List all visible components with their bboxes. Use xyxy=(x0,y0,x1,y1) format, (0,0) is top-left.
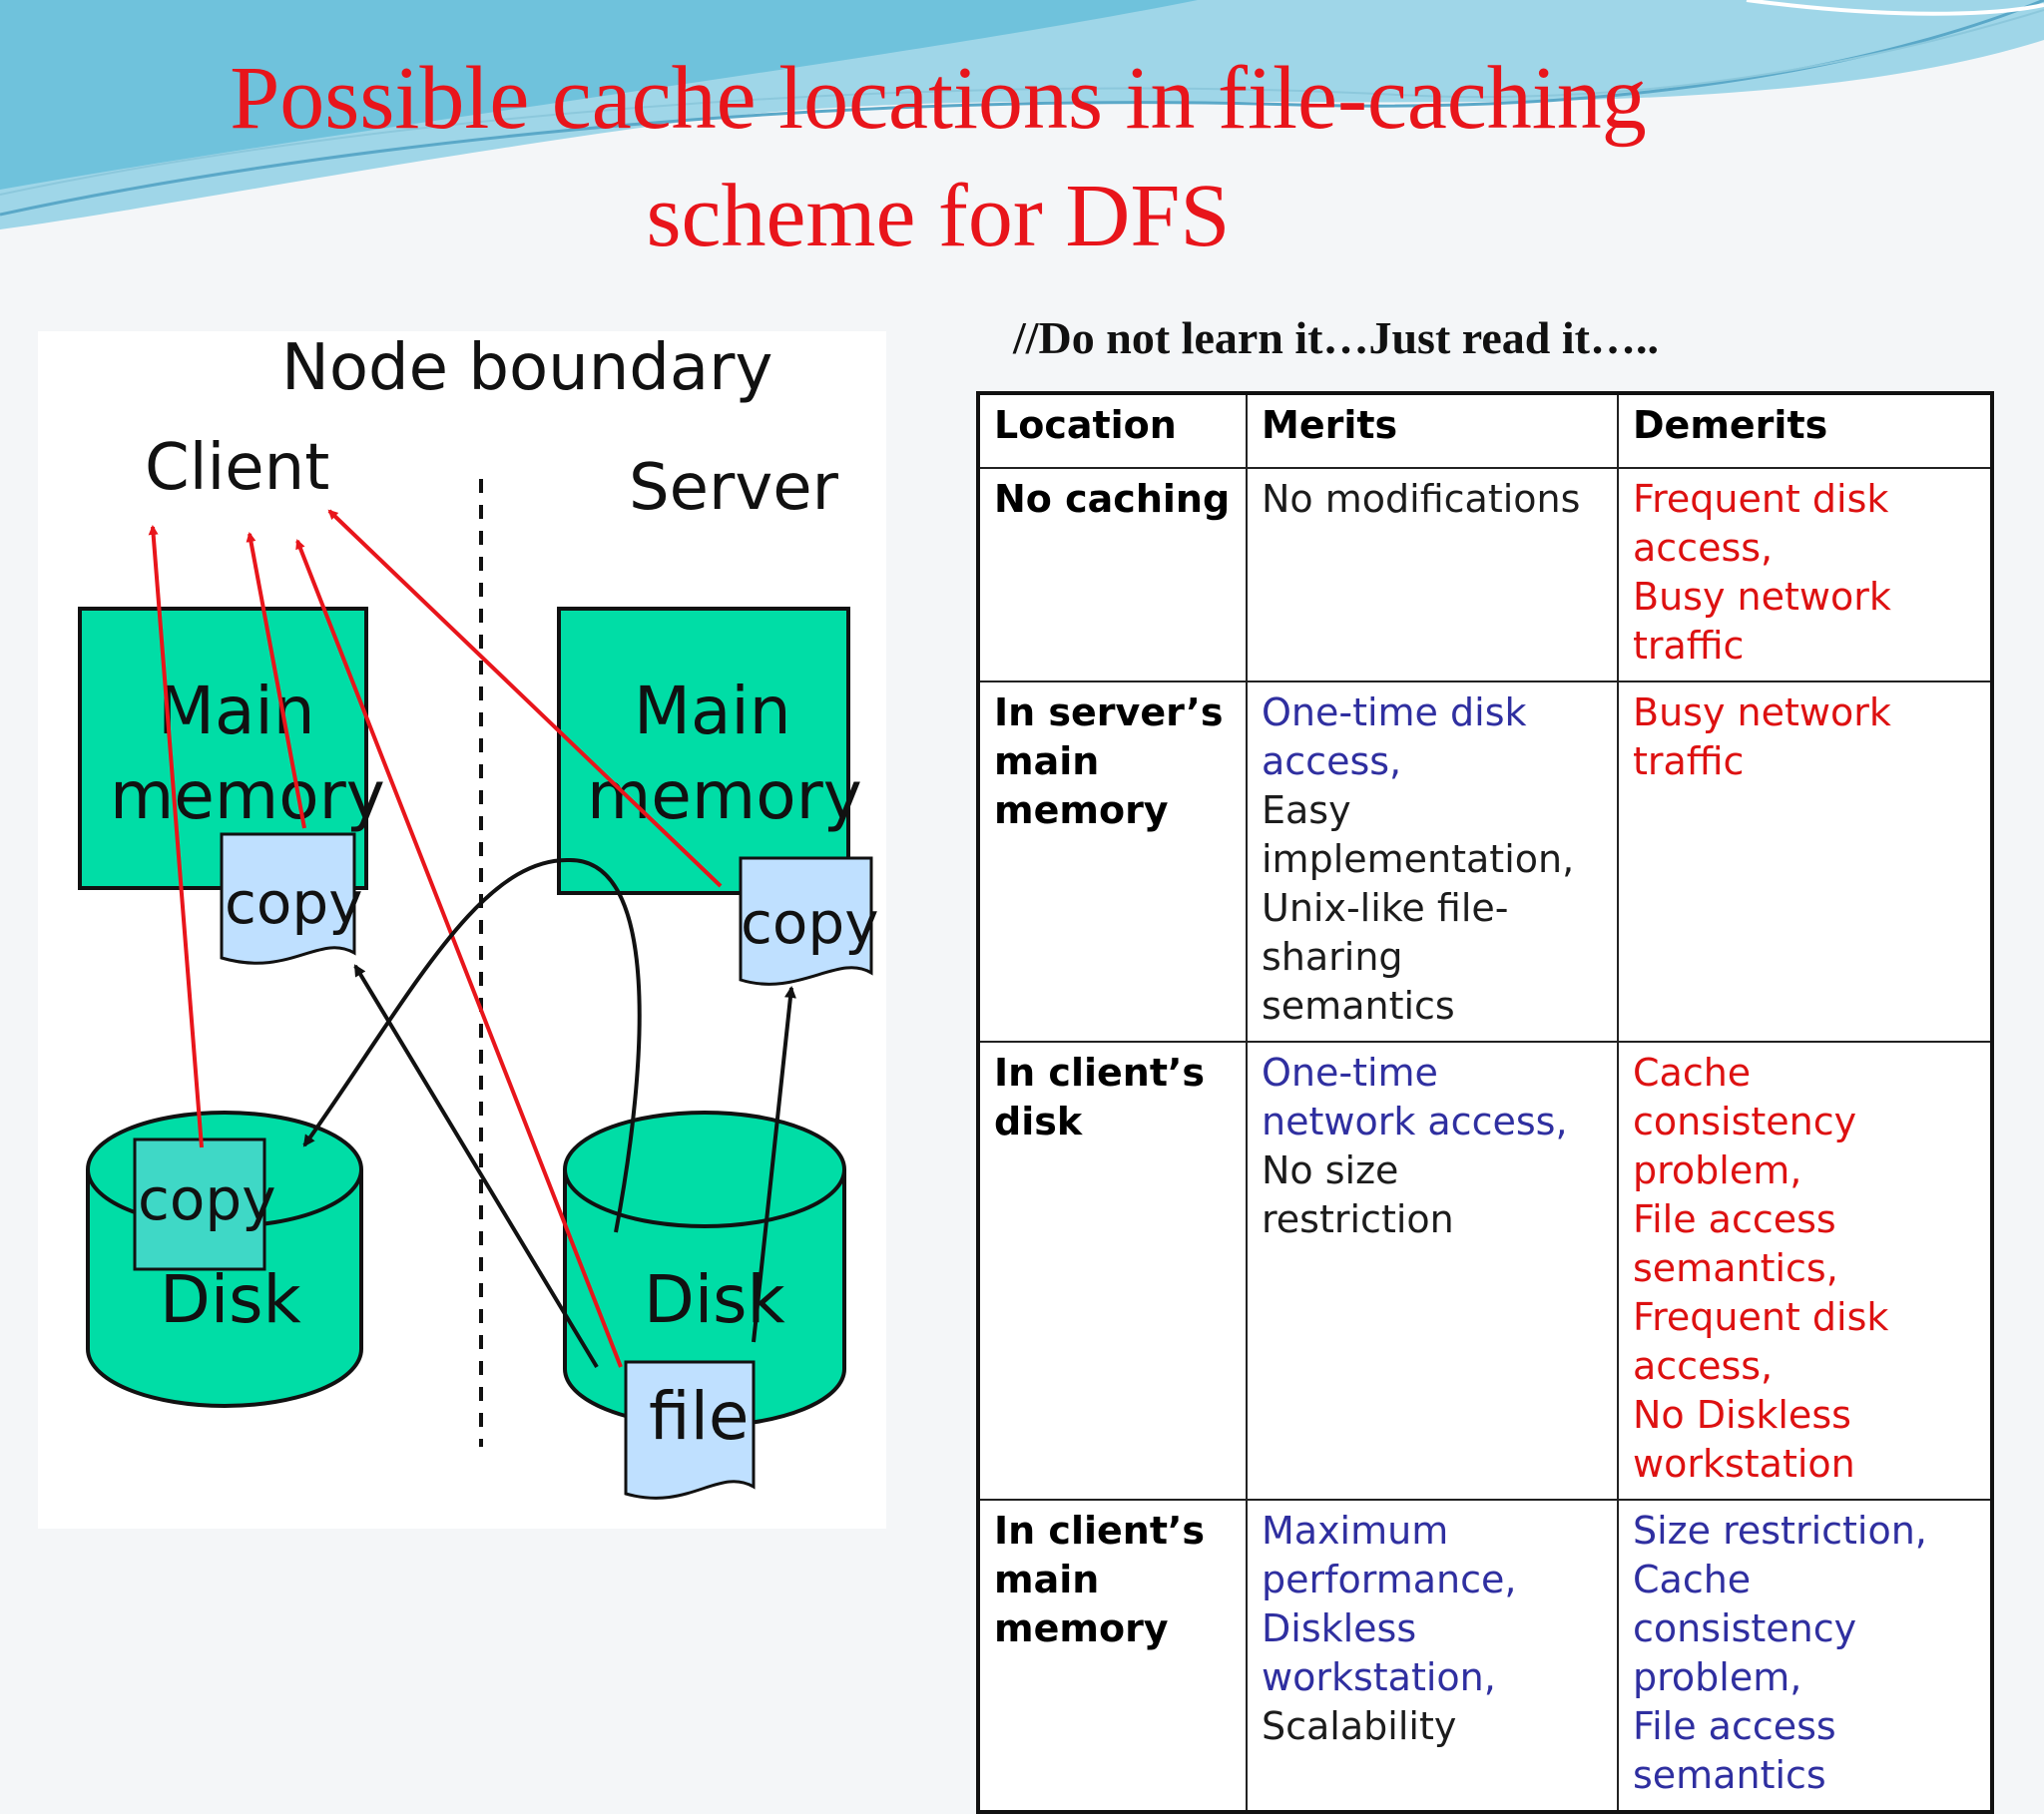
cell-location: In client’s disk xyxy=(977,1041,1248,1501)
cell-merits: Maximum performance,Diskless workstation… xyxy=(1246,1499,1619,1813)
table-row: No caching No modifications Frequent disk … xyxy=(977,467,1993,682)
client-memory-copy-document xyxy=(220,832,356,965)
merit-item: Unix-like file-sharing semantics xyxy=(1262,886,1509,1028)
cache-locations-diagram: Node boundary Client Server Main memory … xyxy=(78,331,879,1500)
merit-item: One-time network access, xyxy=(1262,1051,1568,1143)
demerit-item: No Diskless workstation xyxy=(1633,1393,1855,1486)
client-memory-label-line-1: Main xyxy=(158,673,315,749)
slide-title-line-2: scheme for DFS xyxy=(646,167,1231,265)
merit-item: No size restriction xyxy=(1262,1148,1454,1241)
slide-title-line-1: Possible cache locations in file-caching xyxy=(230,49,1647,148)
server-disk-label: Disk xyxy=(644,1261,786,1338)
red-arrow-server-memory-to-client xyxy=(327,509,723,888)
black-arrow-server-file-to-client-memory-copy xyxy=(353,964,599,1369)
demerit-item: Cache consistency problem, xyxy=(1633,1558,1857,1699)
black-arrow-server-disk-to-server-memory-copy xyxy=(752,986,796,1343)
slide-note: //Do not learn it…Just read it….. xyxy=(1013,312,1659,363)
cell-merits: One-time network access,No size restrict… xyxy=(1246,1041,1619,1501)
server-memory-label-line-2: memory xyxy=(587,757,862,834)
cell-merits: One-time disk access,Easy implementation… xyxy=(1246,680,1619,1043)
cell-merits: No modifications xyxy=(1246,467,1619,682)
red-arrow-client-disk-to-client xyxy=(148,525,204,1148)
cache-location-comparison-table: Location Merits Demerits No caching No mo… xyxy=(976,391,1994,1814)
cell-location: In client’s main memory xyxy=(977,1499,1248,1813)
client-disk-copy-document xyxy=(133,1137,266,1271)
cell-demerits: Cache consistency problem,File access se… xyxy=(1617,1041,1993,1501)
cell-demerits: Size restriction, Cache consistency probl… xyxy=(1617,1499,1993,1813)
cell-demerits: Busy network traffic xyxy=(1617,680,1993,1043)
merit-item: Scalability xyxy=(1262,1704,1457,1748)
client-label: Client xyxy=(145,431,329,505)
demerit-item: Cache consistency problem, xyxy=(1633,1051,1857,1192)
header-location: Location xyxy=(977,392,1248,469)
merit-item: Maximum performance, xyxy=(1262,1509,1517,1601)
server-label: Server xyxy=(629,451,839,525)
client-disk-label: Disk xyxy=(160,1261,302,1338)
merit-item: One-time disk access, xyxy=(1262,690,1527,783)
demerit-item: Size restriction, xyxy=(1633,1509,1927,1553)
demerit-item: Frequent disk access, xyxy=(1633,477,1889,570)
cell-demerits: Frequent disk access,Busy network traffi… xyxy=(1617,467,1993,682)
slide-title: Possible cache locations in file-caching… xyxy=(0,40,1876,275)
demerit-item: File access semantics, xyxy=(1633,1197,1838,1290)
server-disk-file-document xyxy=(624,1360,756,1500)
client-memory-label-line-2: memory xyxy=(110,757,385,834)
cell-location: No caching xyxy=(977,467,1248,682)
merit-item: No modifications xyxy=(1262,477,1581,521)
header-demerits: Demerits xyxy=(1617,392,1993,469)
client-disk-copy-label: copy xyxy=(138,1165,276,1233)
server-memory-copy-label: copy xyxy=(741,889,879,957)
demerit-item: Busy network traffic xyxy=(1633,575,1891,668)
demerit-item: Busy network traffic xyxy=(1633,690,1891,783)
server-memory-label-line-1: Main xyxy=(634,673,791,749)
client-memory-copy-label: copy xyxy=(225,869,363,937)
table-header-row: Location Merits Demerits xyxy=(977,392,1993,469)
black-arrow-server-disk-to-client-disk xyxy=(302,857,642,1233)
red-arrow-client-memory-to-client xyxy=(246,532,306,829)
server-memory-copy-document xyxy=(739,856,873,986)
header-merits: Merits xyxy=(1246,392,1619,469)
demerit-item: File access semantics xyxy=(1633,1704,1836,1797)
server-disk-file-label: file xyxy=(649,1378,750,1455)
merit-item: Diskless workstation, xyxy=(1262,1606,1496,1699)
server-main-memory-block xyxy=(557,607,850,895)
demerit-item: Frequent disk access, xyxy=(1633,1295,1889,1388)
node-boundary-label: Node boundary xyxy=(281,331,772,405)
red-arrow-server-file-to-client xyxy=(295,539,623,1368)
merit-item: Easy implementation, xyxy=(1262,788,1575,881)
header-wave-decoration xyxy=(0,0,2044,229)
cell-location: In server’s main memory xyxy=(977,680,1248,1043)
